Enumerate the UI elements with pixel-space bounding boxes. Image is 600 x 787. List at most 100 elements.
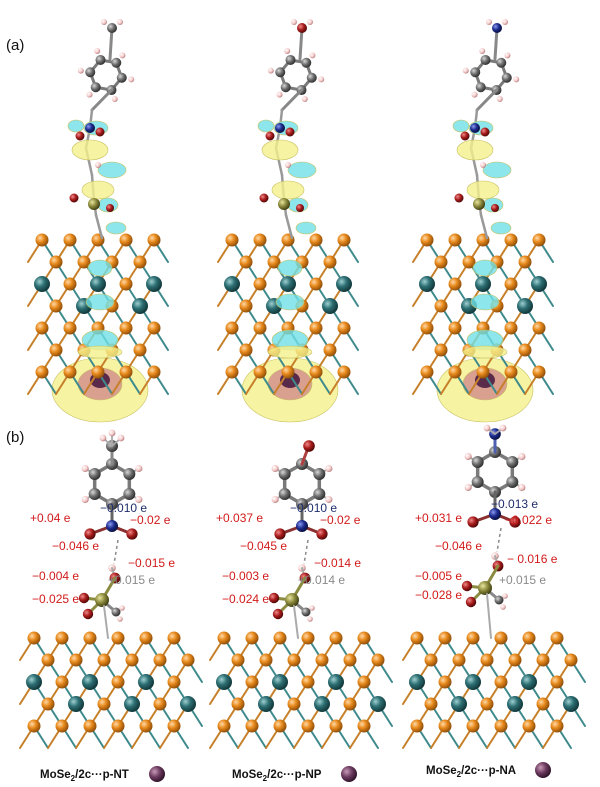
nitro-oxygen <box>274 528 286 540</box>
charge-label-bridge-hydrogen: −0.046 e <box>52 539 99 553</box>
isosurface-yellow <box>456 139 494 161</box>
hydrogen-atom <box>318 76 325 83</box>
mo-atom <box>82 674 98 690</box>
se-atom <box>245 631 259 645</box>
se-atom <box>532 233 546 247</box>
hydrogen-atom <box>486 19 492 25</box>
carbon-atom <box>116 72 127 83</box>
se-atom <box>522 719 536 733</box>
isosurface-cyan <box>257 119 275 133</box>
se-atom <box>504 365 518 379</box>
mo-atom <box>475 276 491 292</box>
bond <box>479 213 489 240</box>
isosurface-cyan <box>67 119 85 133</box>
se-atom <box>49 299 63 313</box>
se-atom <box>231 653 245 667</box>
charge-label-phosphoryl-oxygen-bottom: −0.025 e <box>32 592 79 606</box>
mo-atom <box>419 276 435 292</box>
se-atom <box>153 653 167 667</box>
se-atom <box>63 233 77 247</box>
se-atom <box>69 653 83 667</box>
se-atom <box>27 719 41 733</box>
se-atom <box>253 321 267 335</box>
se-atom <box>550 719 564 733</box>
isosurface-yellow <box>77 345 123 359</box>
mo-atom <box>328 674 344 690</box>
phosphoryl-oxygen <box>82 608 94 620</box>
isosurface-cyan <box>482 161 512 179</box>
se-atom <box>476 365 490 379</box>
mo-atom <box>90 276 106 292</box>
mo-atom <box>465 674 481 690</box>
hydrogen-atom <box>81 464 89 473</box>
nitro-nitrogen <box>106 520 118 532</box>
phosphoryl-oxygen <box>78 592 90 604</box>
charge-label-hydroxyl-oxygen: −0.015 e <box>128 556 175 570</box>
se-atom <box>420 233 434 247</box>
se-atom <box>301 719 315 733</box>
se-atom <box>273 719 287 733</box>
hydrogen-atom <box>285 162 291 168</box>
carbon-atom <box>85 67 96 78</box>
hydrogen-atom <box>86 91 93 98</box>
se-atom <box>63 365 77 379</box>
hydrogen-atom <box>518 452 526 461</box>
nitro-oxygen <box>95 127 105 137</box>
se-atom <box>111 675 125 689</box>
isosurface-yellow <box>466 180 500 200</box>
carbon-atom <box>506 476 519 488</box>
se-atom <box>253 277 267 291</box>
bond <box>475 88 498 112</box>
hydrogen-atom <box>276 91 283 98</box>
phosphorus-atom <box>473 198 485 210</box>
hydrogen-atom <box>81 495 89 504</box>
charge-label-phosphoryl-oxygen-bottom: −0.024 e <box>222 592 269 606</box>
carbon-atom <box>470 67 481 78</box>
se-atom <box>434 299 448 313</box>
isosurface-yellow <box>261 139 299 161</box>
hydrogen-atom <box>284 47 291 54</box>
charge-label-phosphorus: +0.014 e <box>298 573 345 587</box>
bond <box>493 26 499 61</box>
hydrogen-bond <box>496 527 502 553</box>
isosurface-cyan <box>295 221 317 235</box>
se-atom <box>281 365 295 379</box>
hydrogen-atom <box>77 67 84 74</box>
se-atom <box>410 631 424 645</box>
charge-label-hydroxyl-oxygen: −0.014 e <box>314 556 361 570</box>
se-atom <box>504 233 518 247</box>
hydroxyl-oxygen <box>303 440 315 452</box>
nitro-oxygen <box>285 127 295 137</box>
bond <box>284 213 294 240</box>
se-atom <box>424 697 438 711</box>
se-atom <box>518 255 532 269</box>
se-atom <box>97 697 111 711</box>
charge-label-nitrogen: −0.010 e <box>290 501 337 515</box>
density-plot-1 <box>27 19 169 423</box>
se-atom <box>147 365 161 379</box>
hydrogen-bond <box>113 539 119 565</box>
charge-label-nitro-oxygen-right: −0.02 e <box>130 513 171 527</box>
hydrogen-atom <box>307 19 313 25</box>
mo-atom <box>409 674 425 690</box>
se-atom <box>181 653 195 667</box>
mo-atom <box>124 696 140 712</box>
se-atom <box>245 675 259 689</box>
se-atom <box>343 653 357 667</box>
mo-atom <box>146 276 162 292</box>
phosphoryl-oxygen <box>272 608 284 620</box>
se-atom <box>253 233 267 247</box>
hydrogen-atom <box>504 52 511 59</box>
legend-marker <box>535 762 551 778</box>
charge-label-bridge-hydrogen: −0.046 e <box>435 539 482 553</box>
se-atom <box>466 631 480 645</box>
se-atom <box>287 697 301 711</box>
density-plot-2 <box>217 19 359 423</box>
hydrogen-atom <box>502 593 508 599</box>
se-atom <box>371 653 385 667</box>
phosphoryl-oxygen <box>491 204 499 212</box>
se-atom <box>532 321 546 335</box>
adsorption-bond <box>293 605 299 639</box>
phosphorus-atom <box>88 198 100 210</box>
adsorption-bond <box>486 593 492 639</box>
